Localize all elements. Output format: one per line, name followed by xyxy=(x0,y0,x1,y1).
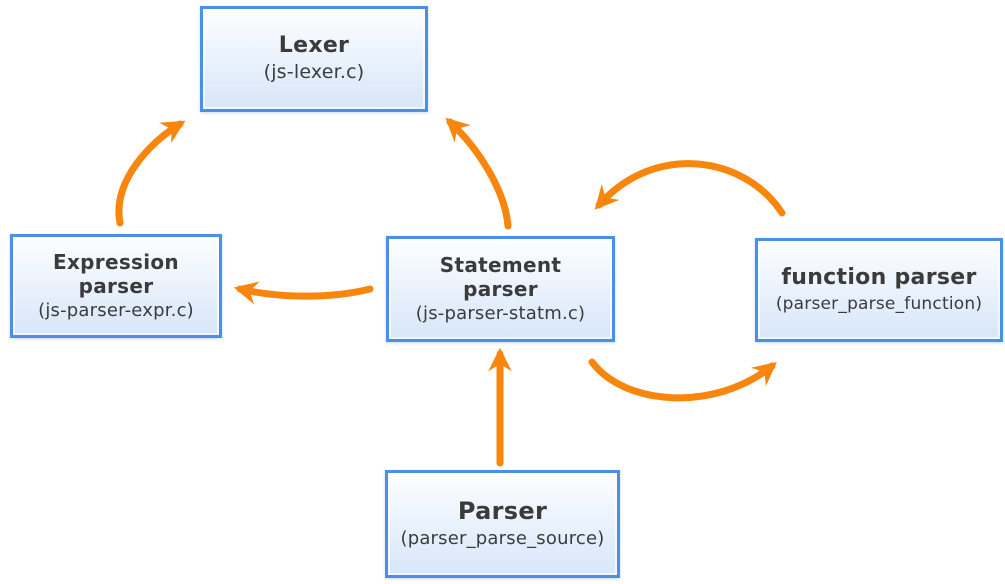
arrow-function-parser-to-statement-parser xyxy=(594,160,786,217)
node-subtitle: (parser_parse_function) xyxy=(775,293,983,314)
node-title: Expression parser xyxy=(53,249,179,298)
node-expression-parser: Expression parser (js-parser-expr.c) xyxy=(10,234,222,338)
node-function-parser: function parser (parser_parse_function) xyxy=(755,238,1003,342)
arrow-expression-parser-to-lexer xyxy=(115,120,186,227)
node-title: function parser xyxy=(781,265,977,291)
node-statement-parser: Statement parser (js-parser-statm.c) xyxy=(386,236,615,342)
node-subtitle: (js-parser-expr.c) xyxy=(38,299,194,321)
arrow-statement-parser-to-function-parser xyxy=(588,358,777,402)
node-subtitle: (js-parser-statm.c) xyxy=(415,302,586,324)
node-parser: Parser (parser_parse_source) xyxy=(385,470,620,578)
node-subtitle: (parser_parse_source) xyxy=(400,528,605,550)
node-subtitle: (js-lexer.c) xyxy=(263,61,365,84)
arrow-statement-parser-to-expression-parser xyxy=(233,281,374,305)
node-title: Statement parser xyxy=(439,252,562,301)
node-title: Parser xyxy=(457,497,548,526)
node-lexer: Lexer (js-lexer.c) xyxy=(200,6,428,112)
node-title: Lexer xyxy=(278,32,350,58)
arrow-statement-parser-to-lexer xyxy=(445,117,512,230)
